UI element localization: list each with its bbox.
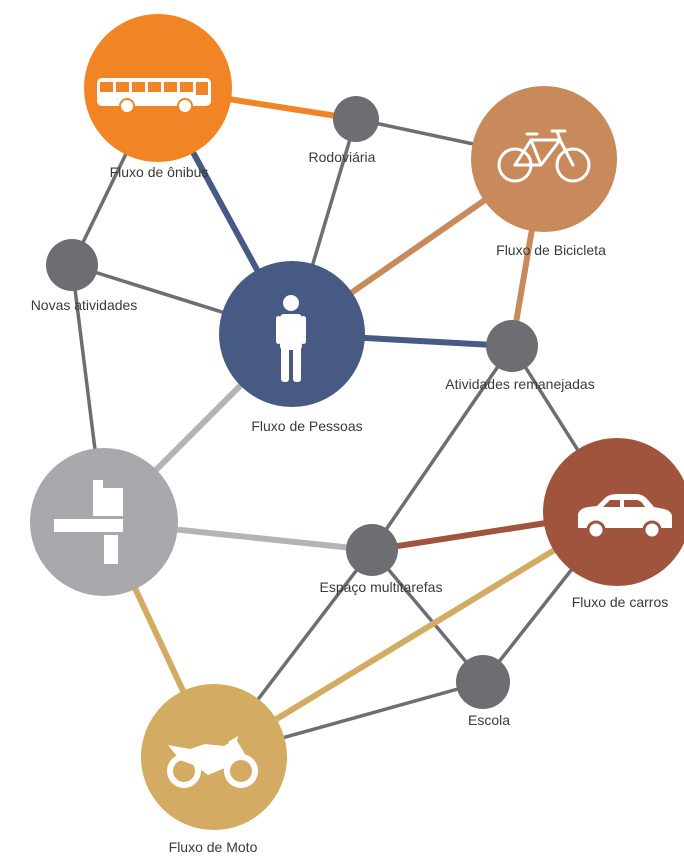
building-icon — [54, 480, 123, 564]
hub-building — [30, 448, 178, 596]
node-novas-label: Novas atividades — [31, 297, 138, 313]
hub-moto — [141, 684, 287, 830]
node-espaco-multitarefas — [346, 524, 398, 576]
hub-car — [543, 438, 684, 586]
hub-bus — [84, 14, 232, 162]
node-escola — [456, 655, 510, 709]
person-icon — [276, 295, 306, 382]
hub-bike — [471, 86, 617, 232]
node-rodoviaria-dot — [333, 96, 379, 142]
car-icon — [578, 494, 672, 540]
node-espaco-dot — [346, 524, 398, 576]
edge-atividades-espaco — [370, 345, 514, 551]
node-atividades-label: Atividades remanejadas — [445, 376, 594, 392]
node-escola-label: Escola — [468, 712, 510, 728]
hub-bus-label: Fluxo de ônibus — [110, 164, 209, 180]
hub-people-label: Fluxo de Pessoas — [251, 418, 362, 434]
node-atividades-dot — [486, 320, 538, 372]
edge-espaco-escola — [370, 548, 485, 684]
node-rodoviaria — [333, 96, 379, 142]
node-novas-dot — [46, 239, 98, 291]
node-espaco-label: Espaço multitarefas — [320, 579, 443, 595]
hub-moto-label: Fluxo de Moto — [169, 839, 258, 855]
bicycle-icon — [497, 129, 591, 183]
node-escola-dot — [456, 655, 510, 709]
node-rodoviaria-label: Rodoviária — [309, 149, 376, 165]
node-novas-atividades — [46, 239, 98, 291]
motorcycle-icon — [167, 736, 258, 788]
hub-car-label: Fluxo de carros — [572, 594, 668, 610]
hub-people — [219, 261, 365, 407]
node-atividades-remanejadas — [486, 320, 538, 372]
bus-icon — [97, 78, 211, 114]
hub-bike-label: Fluxo de Bicicleta — [496, 242, 606, 258]
edge-car-moto — [212, 509, 619, 760]
